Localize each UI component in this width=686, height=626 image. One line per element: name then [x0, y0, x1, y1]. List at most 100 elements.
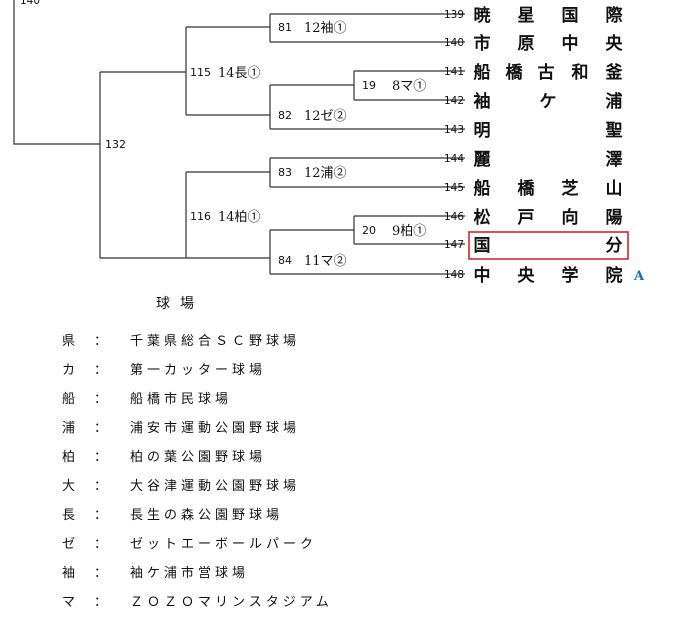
team-name-char: 袖 — [474, 91, 491, 112]
game-label: 11マ② — [304, 254, 347, 269]
team-name-char: 船 — [474, 178, 491, 199]
legend-stadium: 浦安市運動公園野球場 — [130, 421, 301, 436]
legend-row: 袖：袖ケ浦市営球場 — [62, 557, 333, 586]
game-number: 19 — [362, 79, 376, 92]
seed-number: 147 — [444, 239, 464, 251]
legend-stadium: 袖ケ浦市営球場 — [130, 566, 250, 581]
seed-number: 146 — [444, 211, 464, 223]
team-name-char: 釜 — [605, 62, 624, 83]
game-number-final: 132 — [105, 138, 126, 151]
legend-separator: ： — [94, 363, 108, 378]
game-number: 82 — [278, 109, 292, 122]
legend-stadium: 船橋市民球場 — [130, 392, 233, 407]
seed-number: 139 — [444, 9, 464, 21]
game-number: 115 — [190, 66, 211, 79]
team-name-char: 船 — [474, 62, 491, 83]
legend-stadium: 大谷津運動公園野球場 — [130, 479, 301, 494]
legend-separator: ： — [94, 479, 108, 494]
team-mark: A — [633, 269, 645, 284]
team-name-char: 原 — [518, 34, 535, 54]
legend-stadium: 千葉県総合ＳＣ野球場 — [130, 334, 301, 349]
seed-number: 140 — [444, 37, 464, 49]
team-name-char: 市 — [474, 33, 491, 54]
legend-separator: ： — [94, 334, 108, 349]
legend-row: 大 ： 大谷津運動公園野球場 — [62, 470, 333, 499]
game-number: 84 — [278, 254, 292, 267]
legend-row: カ ： 第一カッター球場 — [62, 354, 333, 383]
seed-number: 143 — [444, 124, 464, 136]
team-name-char: 学 — [562, 265, 579, 286]
legend-row: ゼ ： ゼットエーボールパーク — [62, 528, 333, 557]
legend-row: 県 ： 千葉県総合ＳＣ野球場 — [62, 325, 333, 354]
team-name-char: 国 — [474, 236, 491, 256]
team-name-char: 央 — [518, 265, 536, 286]
team-name-char: 古 — [538, 62, 555, 83]
partial-seed-number: 140 — [20, 0, 40, 7]
team-name-char: 山 — [606, 179, 623, 199]
legend-key: カ — [62, 363, 76, 378]
legend-stadium: 柏の葉公園野球場 — [130, 450, 267, 465]
team-name-char: 聖 — [606, 121, 623, 141]
game-number: 116 — [190, 210, 211, 223]
legend-key: 袖 — [62, 566, 76, 581]
team-name-char: 院 — [606, 265, 623, 286]
legend-separator: ： — [94, 508, 108, 523]
tournament-bracket: 140 132 115 14長① 116 14柏① 81 12袖① 82 12ゼ… — [13, 0, 645, 286]
legend-row: 長 ： 長生の森公園野球場 — [62, 499, 333, 528]
legend-stadium: ゼットエーボールパーク — [130, 537, 318, 552]
team-name-char: 麗 — [474, 150, 491, 170]
team-name-char: 中 — [562, 33, 579, 54]
stadium-legend: 県 ： 千葉県総合ＳＣ野球場 カ ： 第一カッター球場 船 ： 船橋市民球場 浦 ： 浦安市運動… — [62, 325, 333, 615]
bracket-lines — [13, 0, 465, 275]
team-name-char: 中 — [474, 265, 491, 286]
legend-row: 柏 ： 柏の葉公園野球場 — [62, 441, 333, 470]
legend-key: 柏 — [62, 450, 76, 465]
legend-row: 船 ： 船橋市民球場 — [62, 383, 333, 412]
team-name-char: 戸 — [518, 208, 535, 228]
legend-row: 浦 ： 浦安市運動公園野球場 — [62, 412, 333, 441]
game-label: 12袖① — [304, 21, 347, 36]
legend-separator: ： — [94, 392, 108, 407]
legend-key: マ — [62, 595, 76, 610]
team-name-char: 松 — [474, 207, 491, 228]
team-name-char: ケ — [540, 92, 557, 112]
legend-key: 浦 — [62, 421, 76, 436]
team-name-char: 橋 — [518, 178, 536, 199]
seed-number: 142 — [444, 95, 464, 107]
team-name-char: 星 — [518, 6, 535, 26]
game-number: 83 — [278, 166, 292, 179]
legend-stadium: 第一カッター球場 — [130, 363, 267, 378]
game-label: 14柏① — [218, 210, 261, 225]
game-label: 9柏① — [392, 224, 426, 239]
team-name-char: 暁 — [474, 5, 491, 26]
team-name-char: 橋 — [506, 62, 524, 83]
team-name-char: 向 — [562, 207, 579, 228]
seed-number: 144 — [444, 153, 464, 165]
legend-key: 長 — [62, 508, 76, 523]
highlight-box — [468, 231, 629, 260]
legend-separator: ： — [94, 537, 108, 552]
legend-key: 県 — [62, 334, 76, 349]
legend-separator: ： — [94, 450, 108, 465]
game-label: 12ゼ② — [304, 109, 347, 124]
legend-stadium: ＺＯＺＯマリンスタジアム — [130, 595, 333, 610]
team-name-char: 際 — [606, 5, 624, 26]
team-name-char: 陽 — [606, 208, 623, 228]
seed-number: 141 — [444, 66, 464, 78]
team-name-char: 央 — [606, 33, 624, 54]
legend-stadium: 長生の森公園野球場 — [130, 508, 284, 523]
team-name-char: 明 — [474, 121, 491, 141]
game-label: 12浦② — [304, 166, 347, 181]
team-name-char: 分 — [606, 236, 623, 256]
game-label: 8マ① — [392, 79, 426, 94]
game-label: 14長① — [218, 66, 261, 81]
legend-title: 球場 — [156, 296, 204, 312]
seed-number: 148 — [444, 269, 464, 281]
legend-key: 船 — [62, 392, 76, 407]
team-name-char: 国 — [562, 6, 579, 26]
legend-separator: ： — [94, 595, 108, 610]
legend-separator: ： — [94, 421, 108, 436]
legend-key: 大 — [62, 479, 76, 494]
legend-key: ゼ — [62, 537, 76, 552]
